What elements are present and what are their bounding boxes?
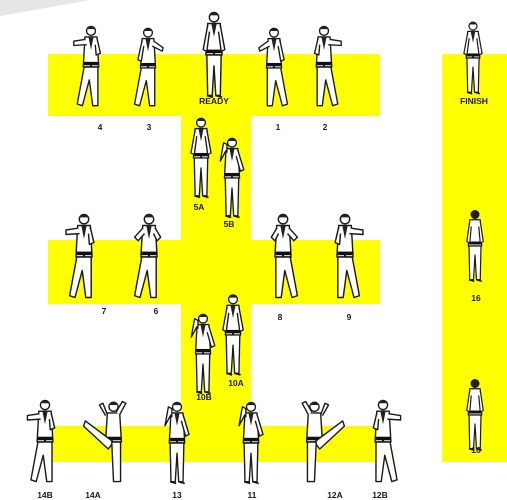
figure-14b [22, 398, 68, 486]
label-7: 7 [102, 306, 107, 316]
figure-8 [262, 212, 304, 302]
label-14b: 14B [37, 490, 53, 500]
figure-4 [70, 24, 112, 110]
label-3: 3 [147, 122, 152, 132]
figure-finish [455, 20, 491, 96]
label-12a: 12A [327, 490, 343, 500]
label-11: 11 [248, 490, 257, 500]
label-5b: 5B [224, 219, 235, 229]
figure-3 [130, 26, 166, 110]
figure-12b [360, 398, 406, 486]
figure-14a [78, 398, 142, 486]
label-8: 8 [278, 312, 283, 322]
figure-9 [323, 212, 367, 302]
label-4: 4 [98, 122, 103, 132]
label-10a: 10A [228, 378, 244, 388]
label-13: 13 [172, 490, 181, 500]
label-16-bottom: 16 [471, 445, 480, 455]
corner-shade [0, 0, 90, 16]
figure-16-bottom [460, 375, 490, 455]
figure-10b [186, 312, 220, 396]
figure-11 [231, 400, 271, 486]
figure-1 [256, 26, 292, 110]
label-1: 1 [276, 122, 281, 132]
figure-5b [215, 136, 249, 220]
label-14a: 14A [85, 490, 101, 500]
figure-2 [303, 24, 345, 110]
figure-5a [184, 116, 218, 200]
label-finish: FINISH [460, 96, 488, 106]
figure-7 [62, 212, 106, 302]
label-12b: 12B [372, 490, 388, 500]
label-5a: 5A [194, 202, 205, 212]
label-9: 9 [347, 312, 352, 322]
figure-6 [128, 212, 170, 302]
label-ready: READY [199, 96, 229, 106]
label-16-top: 16 [471, 293, 480, 303]
label-6: 6 [154, 306, 159, 316]
figure-10a [216, 292, 250, 378]
label-10b: 10B [196, 392, 212, 402]
figure-13 [157, 400, 197, 486]
label-2: 2 [323, 122, 328, 132]
figure-ready [196, 10, 232, 100]
figure-16-top [460, 208, 490, 284]
figure-12a [286, 398, 350, 486]
